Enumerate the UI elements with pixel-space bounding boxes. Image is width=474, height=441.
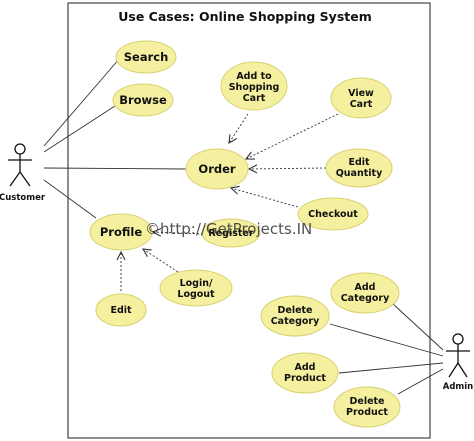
assoc-customer-browse bbox=[43, 103, 119, 153]
dep-add-to-cart-order bbox=[229, 113, 249, 143]
use-case-search[interactable]: Search bbox=[115, 40, 177, 74]
use-case-add-to-cart-label-3: Cart bbox=[243, 93, 266, 104]
dep-login-profile bbox=[143, 249, 179, 273]
use-case-view-cart[interactable]: View Cart bbox=[330, 77, 392, 119]
use-case-search-label: Search bbox=[124, 50, 169, 64]
use-case-order-label: Order bbox=[198, 162, 235, 176]
dep-edit-quantity-order bbox=[249, 168, 327, 169]
assoc-customer-profile bbox=[43, 179, 97, 219]
use-case-add-product-label-1: Add bbox=[295, 362, 316, 373]
use-case-add-to-cart-label-1: Add to bbox=[236, 71, 272, 82]
watermark-text: ©http://GetProjects.IN bbox=[145, 220, 312, 238]
dependencies bbox=[121, 113, 339, 291]
dep-view-cart-order bbox=[246, 113, 339, 159]
use-case-edit-quantity-label-2: Quantity bbox=[336, 168, 383, 179]
actor-customer-label: Customer bbox=[0, 193, 46, 203]
use-case-profile-label: Profile bbox=[100, 225, 142, 239]
use-case-edit[interactable]: Edit bbox=[95, 293, 147, 327]
use-case-delete-category-label-1: Delete bbox=[277, 305, 312, 316]
admin-associations bbox=[329, 302, 444, 395]
use-case-view-cart-label-1: View bbox=[348, 88, 374, 99]
actor-customer-head bbox=[14, 143, 26, 155]
use-case-order[interactable]: Order bbox=[185, 148, 249, 190]
use-case-add-category[interactable]: Add Category bbox=[330, 272, 400, 314]
use-case-delete-product-label-2: Product bbox=[346, 407, 388, 418]
use-case-browse[interactable]: Browse bbox=[112, 83, 174, 117]
assoc-admin-delete-category bbox=[329, 323, 444, 357]
use-case-view-cart-label-2: Cart bbox=[350, 99, 373, 110]
diagram-title: Use Cases: Online Shopping System bbox=[118, 9, 372, 24]
customer-associations bbox=[43, 57, 187, 219]
use-case-edit-label: Edit bbox=[110, 305, 132, 316]
actor-admin-label: Admin bbox=[443, 382, 474, 392]
use-case-delete-category[interactable]: Delete Category bbox=[260, 295, 330, 337]
assoc-customer-search bbox=[43, 57, 121, 147]
actor-admin-right-leg bbox=[457, 362, 468, 378]
actor-admin-head bbox=[452, 333, 464, 345]
use-case-checkout-label: Checkout bbox=[308, 209, 358, 220]
use-case-login-logout[interactable]: Login/ Logout bbox=[159, 269, 233, 307]
use-case-edit-quantity-label-1: Edit bbox=[348, 157, 370, 168]
use-case-delete-product-label-1: Delete bbox=[349, 396, 384, 407]
use-case-delete-product[interactable]: Delete Product bbox=[333, 386, 401, 428]
use-cases: Search Browse Add to Shopping Cart View … bbox=[89, 40, 401, 428]
assoc-admin-add-product bbox=[338, 362, 444, 374]
actor-customer-left-leg bbox=[9, 171, 21, 187]
use-case-add-product-label-2: Product bbox=[284, 373, 326, 384]
use-case-add-category-label-1: Add bbox=[355, 282, 376, 293]
assoc-customer-order bbox=[43, 167, 187, 170]
use-case-edit-quantity[interactable]: Edit Quantity bbox=[325, 148, 393, 188]
use-case-add-product[interactable]: Add Product bbox=[271, 352, 339, 394]
use-case-register[interactable]: Register bbox=[201, 218, 261, 248]
assoc-admin-add-category bbox=[391, 302, 444, 351]
use-case-checkout[interactable]: Checkout bbox=[297, 197, 369, 231]
actor-customer-right-leg bbox=[19, 171, 31, 187]
assoc-admin-delete-product bbox=[397, 368, 444, 395]
use-case-login-logout-label-2: Logout bbox=[177, 289, 215, 300]
use-case-browse-label: Browse bbox=[119, 93, 167, 107]
actor-customer[interactable] bbox=[8, 143, 32, 187]
actor-admin[interactable] bbox=[446, 333, 470, 378]
use-case-add-category-label-2: Category bbox=[341, 293, 390, 304]
use-case-delete-category-label-2: Category bbox=[271, 316, 320, 327]
use-case-register-label: Register bbox=[208, 228, 253, 239]
use-case-add-to-cart[interactable]: Add to Shopping Cart bbox=[220, 61, 288, 111]
dep-register-profile bbox=[153, 232, 204, 234]
use-case-add-to-cart-label-2: Shopping bbox=[229, 82, 280, 93]
use-case-profile[interactable]: Profile bbox=[89, 213, 153, 251]
actor-admin-left-leg bbox=[448, 362, 459, 378]
use-case-login-logout-label-1: Login/ bbox=[180, 278, 213, 289]
